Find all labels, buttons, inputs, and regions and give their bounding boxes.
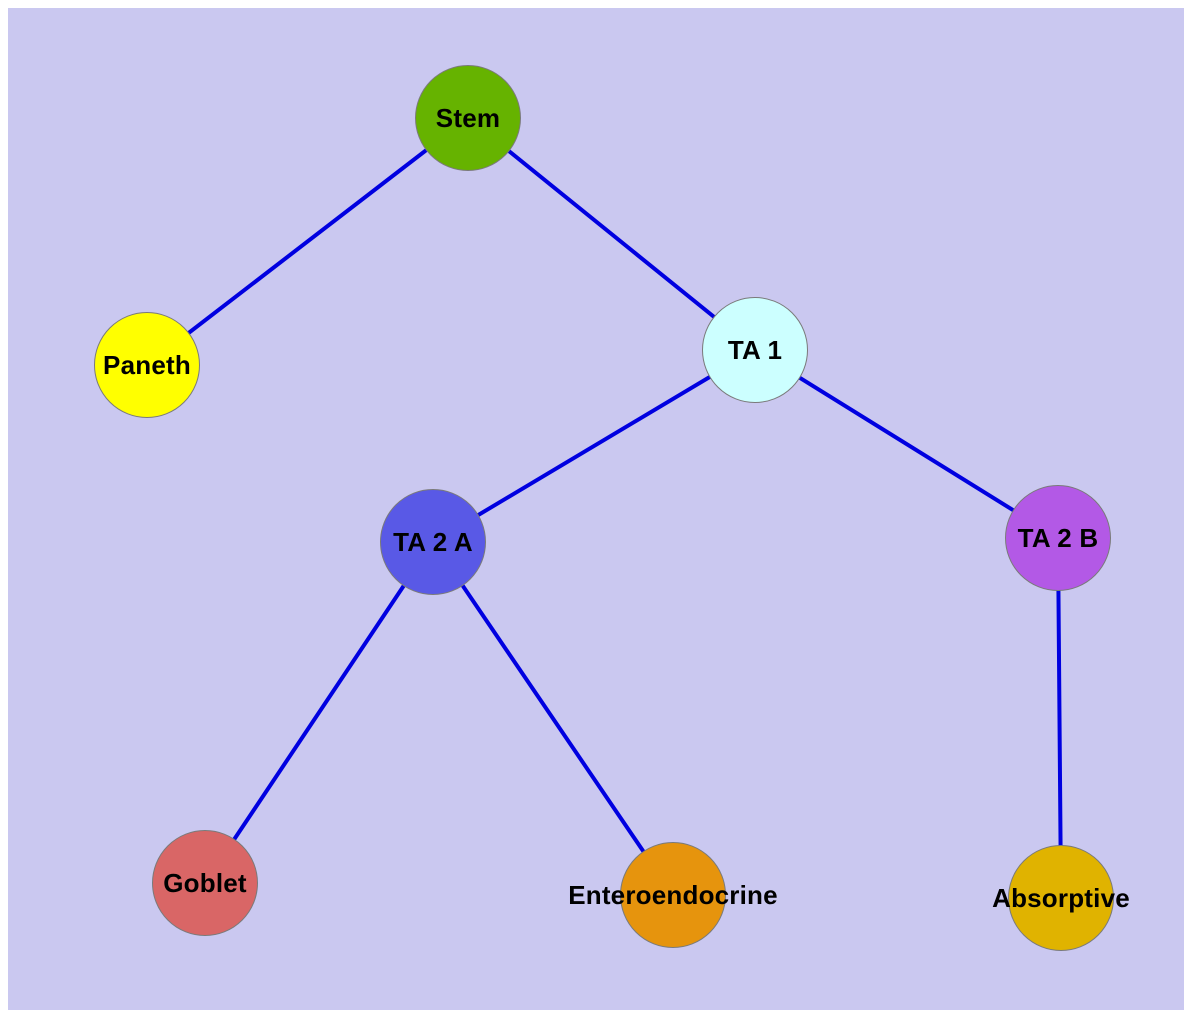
edge-stem-paneth (145, 116, 470, 367)
node-ta1[interactable]: TA 1 (702, 297, 808, 403)
diagram-canvas: Stem Paneth TA 1 TA 2 A TA 2 B Goblet En… (8, 8, 1184, 1010)
node-stem[interactable]: Stem (415, 65, 521, 171)
edge-ta1-ta2b (753, 348, 1060, 540)
node-absorptive[interactable]: Absorptive (992, 845, 1130, 951)
node-stem-label: Stem (435, 102, 501, 133)
node-paneth[interactable]: Paneth (94, 312, 200, 418)
node-goblet[interactable]: Goblet (152, 830, 258, 936)
edge-ta1-ta2a (431, 348, 757, 544)
node-ta1-label: TA 1 (727, 334, 783, 365)
edge-ta2a-goblet (203, 540, 435, 885)
edge-layer (145, 116, 1063, 900)
edge-ta2a-enteroendocrine (431, 540, 675, 897)
node-ta2b[interactable]: TA 2 B (1005, 485, 1111, 591)
edge-stem-ta1 (466, 116, 757, 352)
node-enteroendocrine[interactable]: Enteroendocrine (568, 842, 778, 948)
node-ta2a-label: TA 2 A (393, 526, 473, 557)
node-enteroendocrine-label: Enteroendocrine (568, 879, 778, 910)
node-paneth-label: Paneth (103, 349, 191, 380)
node-goblet-label: Goblet (163, 867, 247, 898)
node-ta2b-label: TA 2 B (1017, 522, 1099, 553)
node-absorptive-label: Absorptive (992, 882, 1130, 913)
edge-ta2b-absorptive (1056, 536, 1063, 900)
node-ta2a[interactable]: TA 2 A (380, 489, 486, 595)
